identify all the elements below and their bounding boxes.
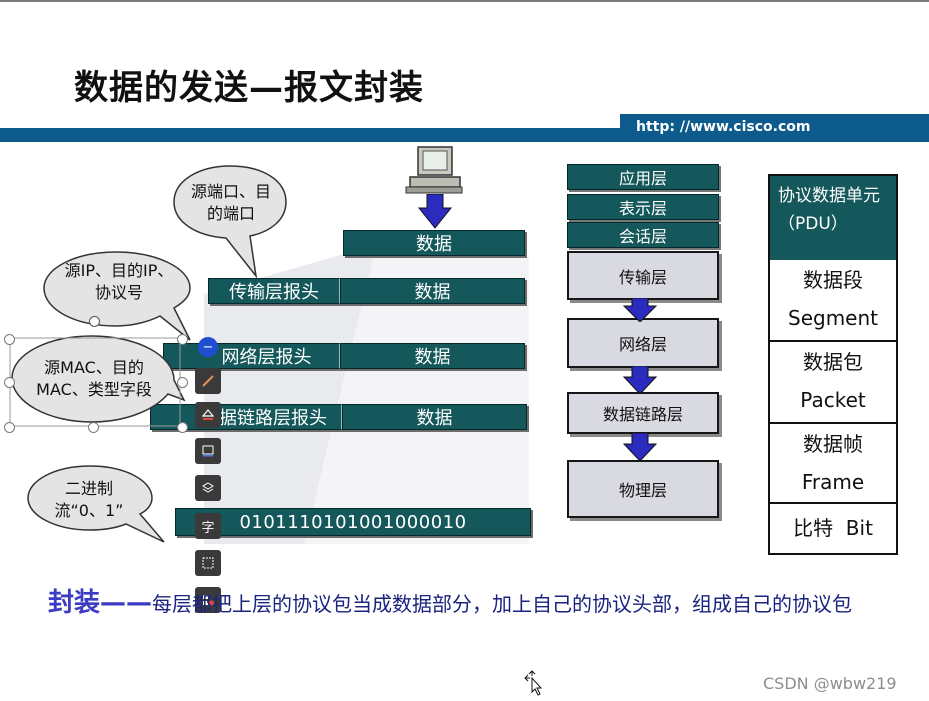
layer-physical: 物理层 (567, 460, 719, 518)
pdu-segment-cn: 数据段 (803, 268, 863, 292)
down-arrow-icon (622, 433, 658, 461)
layers-icon[interactable] (195, 475, 221, 501)
pdu-bit: 比特 Bit (793, 516, 873, 540)
ip-bubble-text: 源IP、目的IP、协议号 (64, 261, 174, 302)
summary-body: 每层都把上层的协议包当成数据部分，加上自己的协议头部，组成自己的协议包 (152, 592, 853, 616)
transport-segment-bar: 传输层报头 数据 (208, 278, 525, 304)
transport-data: 数据 (340, 278, 525, 304)
selection-handle[interactable] (177, 334, 188, 345)
selection-handle[interactable] (4, 422, 15, 433)
screen-icon[interactable] (195, 438, 221, 464)
layer-network: 网络层 (567, 318, 719, 368)
pdu-frame-cn: 数据帧 (803, 432, 863, 456)
datalink-data: 数据 (342, 404, 527, 430)
pdu-packet-en: Packet (800, 388, 866, 412)
selection-handle[interactable] (177, 422, 188, 433)
down-arrow-icon (622, 366, 658, 394)
format-icon[interactable] (195, 587, 221, 613)
selection-handle[interactable] (4, 377, 15, 388)
move-cursor-icon (524, 670, 543, 696)
layer-application: 应用层 (567, 164, 719, 190)
port-bubble-text: 源端口、目的端口 (190, 182, 271, 223)
layer-presentation: 表示层 (567, 194, 719, 220)
data-bar: 数据 (343, 230, 525, 256)
pdu-packet-cn: 数据包 (803, 350, 863, 374)
rotate-handle[interactable] (89, 316, 100, 327)
ip-bubble (43, 251, 191, 341)
transport-header: 传输层报头 (208, 278, 340, 304)
bits-bar: 0101110101001000010 (175, 508, 531, 536)
slide-title: 数据的发送—报文封装 (74, 68, 424, 108)
fill-icon[interactable] (195, 402, 221, 428)
port-bubble (173, 165, 287, 279)
pdu-table: 协议数据单元（PDU） 数据段 Segment 数据包 Packet 数据帧 F… (768, 174, 898, 555)
pdu-segment-en: Segment (788, 306, 878, 330)
layer-session: 会话层 (567, 222, 719, 248)
cisco-url: http: //www.cisco.com (636, 119, 811, 135)
encapsulation-funnel (204, 254, 529, 544)
pdu-divider (770, 340, 896, 342)
down-arrow-icon (417, 194, 453, 229)
network-header: 网络层报头 (163, 343, 340, 369)
textbox-icon[interactable] (195, 550, 221, 576)
brush-icon[interactable] (195, 368, 221, 394)
collapse-icon[interactable]: − (198, 337, 218, 357)
binary-bubble (27, 465, 165, 543)
summary-text: 封装——每层都把上层的协议包当成数据部分，加上自己的协议头部，组成自己的协议包 (48, 582, 908, 625)
network-data: 数据 (340, 343, 525, 369)
pdu-divider (770, 502, 896, 504)
selection-handle[interactable] (177, 377, 188, 388)
down-arrow-icon (622, 298, 658, 322)
mac-bubble-text: 源MAC、目的MAC、类型字段 (36, 358, 152, 399)
layer-datalink: 数据链路层 (567, 392, 719, 434)
pdu-frame-en: Frame (801, 470, 865, 494)
selection-handle[interactable] (88, 422, 99, 433)
datalink-frame-bar: 据链路层报头 数据 (150, 404, 527, 430)
summary-key: 封装—— (48, 588, 153, 618)
url-box (620, 114, 929, 142)
top-border (0, 0, 929, 2)
text-icon[interactable]: 字 (195, 513, 221, 539)
pdu-header: 协议数据单元（PDU） (770, 176, 896, 260)
selection-handle[interactable] (4, 334, 15, 345)
network-packet-bar: 网络层报头 数据 (163, 343, 525, 369)
csdn-watermark: CSDN @wbw219 (763, 674, 897, 693)
layer-transport: 传输层 (567, 251, 719, 300)
binary-bubble-text: 二进制流“0、1” (54, 479, 124, 520)
datalink-header: 据链路层报头 (150, 404, 342, 430)
pdu-divider (770, 422, 896, 424)
computer-icon (405, 146, 463, 194)
